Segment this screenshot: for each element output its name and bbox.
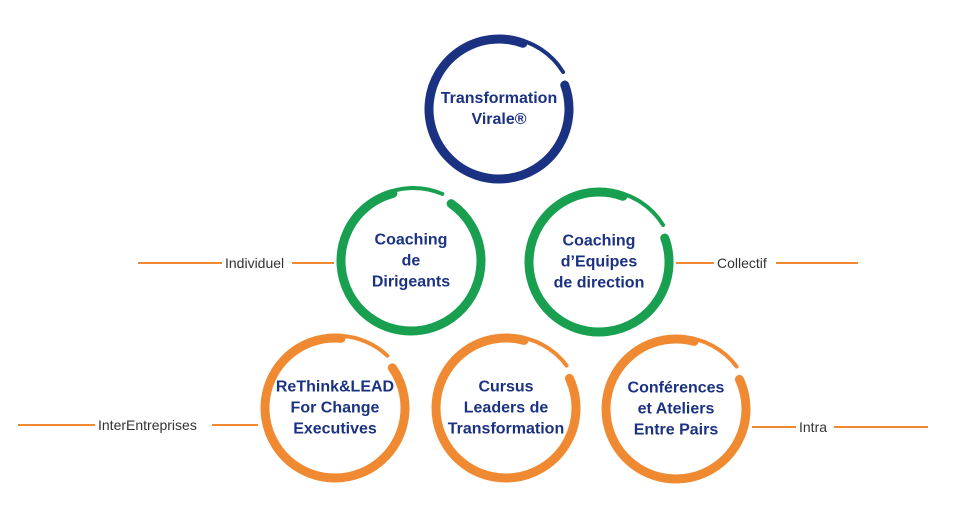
ring-cursus-tail xyxy=(510,334,569,368)
node-rethink-lead-label: ReThink&LEAD For Change Executives xyxy=(275,378,395,438)
ring-rethink-lead xyxy=(260,333,410,483)
node-cursus-label: Cursus Leaders de Transformation xyxy=(447,378,565,438)
ring-coaching-equipes-tail xyxy=(609,189,666,227)
connector-label-interentreprises: InterEntreprises xyxy=(95,417,200,433)
ring-coaching-dirigeants xyxy=(336,188,486,336)
connector-label-collectif: Collectif xyxy=(714,255,770,271)
ring-conferences-tail xyxy=(680,335,739,369)
ring-rethink-lead-tail xyxy=(326,333,390,358)
connector-label-intra: Intra xyxy=(796,419,831,435)
ring-coaching-equipes xyxy=(524,187,674,337)
node-transformation-virale-label: Transformation Virale® xyxy=(440,90,558,128)
node-coaching-dirigeants-label: Coaching de Dirigeants xyxy=(371,231,451,291)
ring-transformation-virale xyxy=(424,34,574,184)
ring-conferences xyxy=(601,334,751,484)
node-conferences-label: Conférences et Ateliers Entre Pairs xyxy=(627,379,725,439)
ring-cursus xyxy=(431,333,581,483)
ring-transformation-virale-tail xyxy=(509,36,566,74)
node-coaching-equipes-label: Coaching d’Equipes de direction xyxy=(553,232,645,292)
connector-label-individuel: Individuel xyxy=(222,255,288,271)
ring-coaching-dirigeants-tail xyxy=(378,185,445,198)
